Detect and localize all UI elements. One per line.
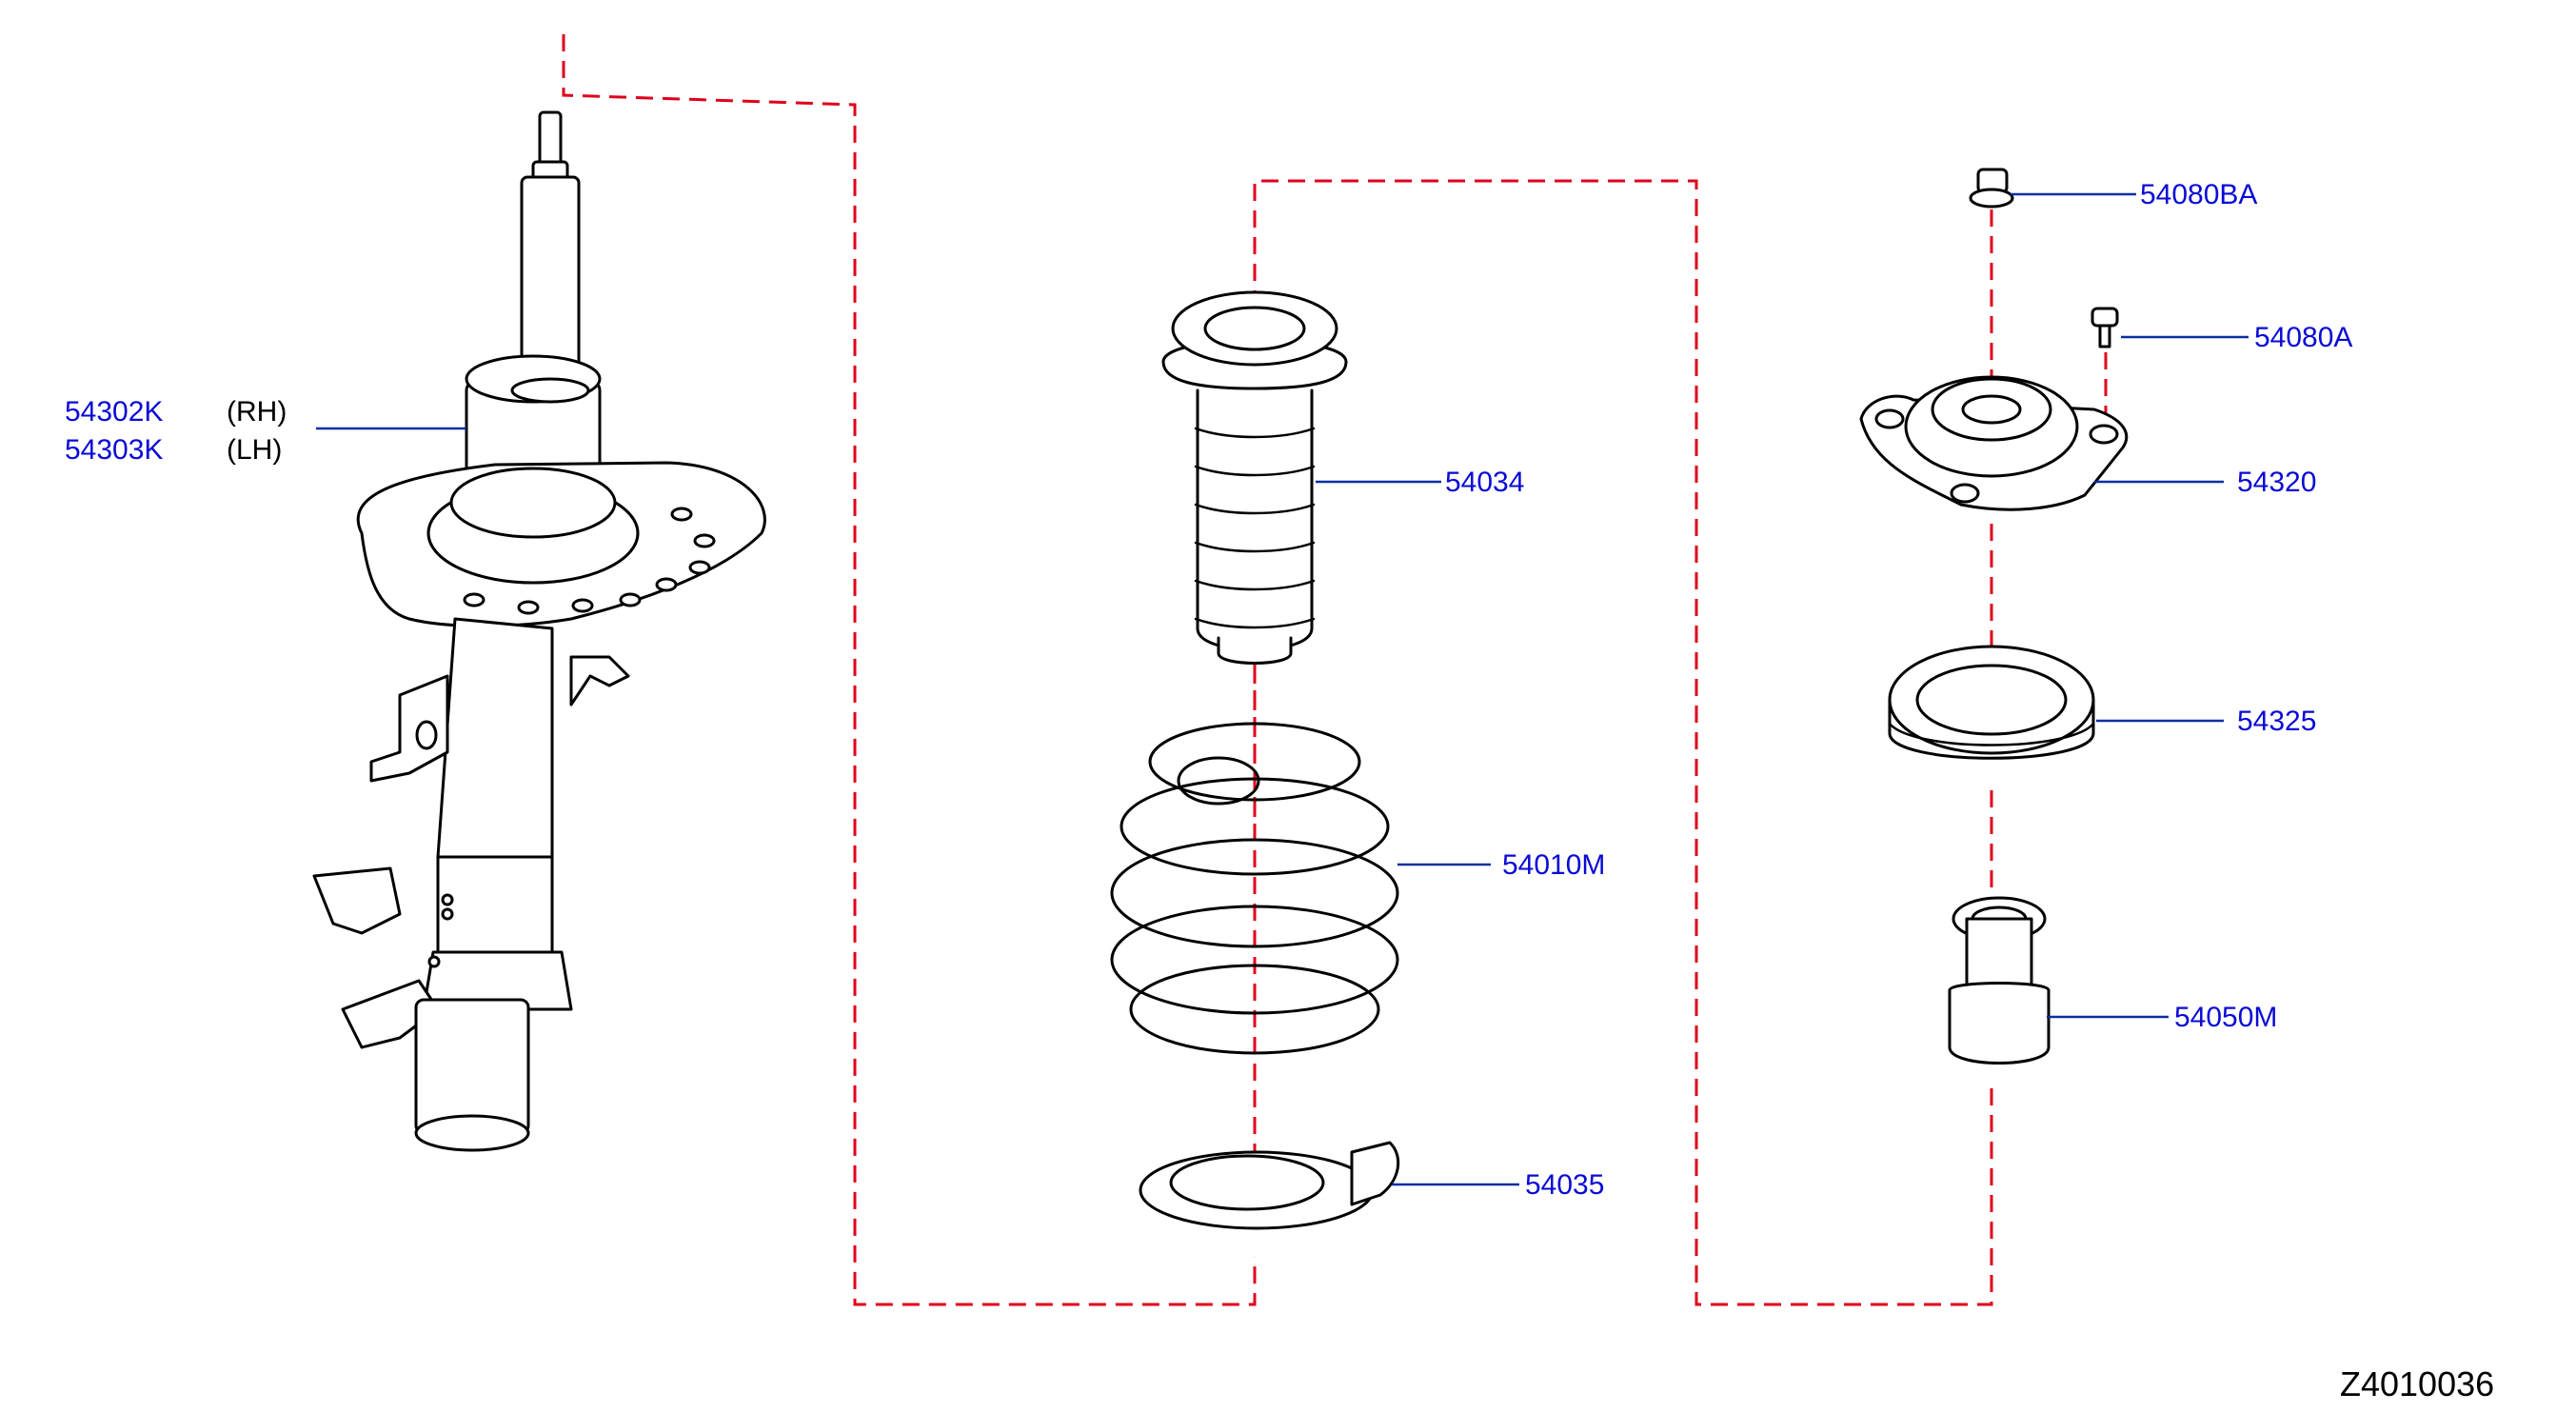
labels: 54302K (RH) 54303K (LH) 54034 54010M 540… bbox=[65, 179, 2494, 1403]
label-bolt[interactable]: 54080A bbox=[2254, 322, 2352, 353]
lower-spring-seat[interactable] bbox=[1139, 1141, 1400, 1230]
label-bound-bumper[interactable]: 54050M bbox=[2174, 1002, 2277, 1033]
coil-spring[interactable] bbox=[1110, 722, 1399, 1055]
bound-bumper[interactable] bbox=[1948, 896, 2051, 1065]
assembly-lines bbox=[562, 34, 2108, 1306]
label-strut-rh-side: (RH) bbox=[227, 396, 287, 428]
strut-assembly[interactable] bbox=[312, 110, 766, 1152]
bearing[interactable] bbox=[1888, 645, 2095, 760]
diagram-code: Z4010036 bbox=[2340, 1364, 2494, 1403]
label-nut-top[interactable]: 54080BA bbox=[2140, 179, 2257, 210]
leader-lines bbox=[316, 192, 2249, 1186]
label-strut-rh[interactable]: 54302K bbox=[65, 396, 163, 428]
label-lower-spring-seat[interactable]: 54035 bbox=[1525, 1169, 1604, 1201]
nut-top[interactable] bbox=[1969, 168, 2014, 209]
strut-mount[interactable] bbox=[1859, 375, 2129, 511]
label-strut-lh[interactable]: 54303K bbox=[65, 434, 163, 466]
label-coil-spring[interactable]: 54010M bbox=[1502, 849, 1605, 881]
label-strut-mount[interactable]: 54320 bbox=[2237, 467, 2316, 498]
label-strut-lh-side: (LH) bbox=[227, 434, 282, 466]
bound-bumper-cover[interactable] bbox=[1161, 290, 1348, 665]
bolt[interactable] bbox=[2091, 307, 2119, 348]
label-bound-bumper-cover[interactable]: 54034 bbox=[1445, 467, 1524, 498]
label-bearing[interactable]: 54325 bbox=[2237, 706, 2316, 737]
